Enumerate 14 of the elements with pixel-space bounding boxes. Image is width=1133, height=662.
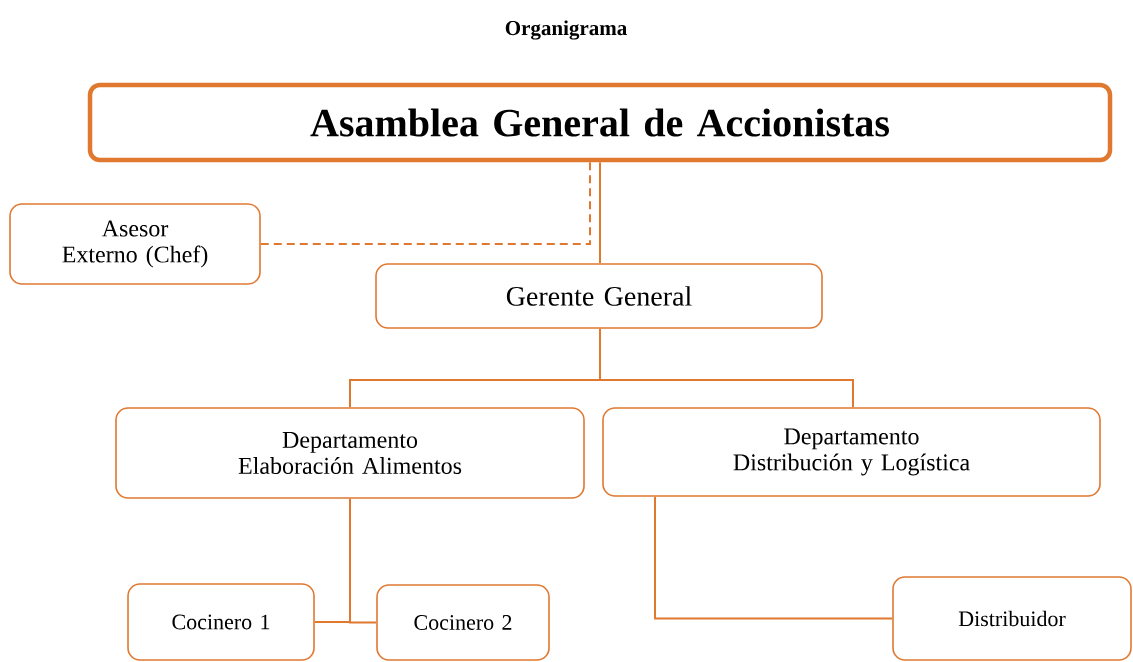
connector-line — [259, 161, 591, 245]
connector-line — [599, 161, 601, 265]
org-box: Cocinero 2 — [376, 584, 550, 661]
org-box: Departamento Elaboración Alimentos — [115, 407, 585, 499]
connector-line — [349, 497, 378, 624]
title: Organigrama — [505, 20, 627, 40]
org-box: Asesor Externo (Chef) — [9, 203, 261, 285]
connector-line — [654, 495, 894, 620]
connector-line — [599, 327, 854, 409]
org-box: Gerente General — [375, 263, 823, 329]
org-box: Departamento Distribución y Logística — [602, 407, 1101, 497]
org-box: Distribuidor — [892, 576, 1132, 661]
org-box: Cocinero 1 — [127, 583, 315, 661]
org-box: Asamblea General de Accionistas — [87, 82, 1113, 163]
